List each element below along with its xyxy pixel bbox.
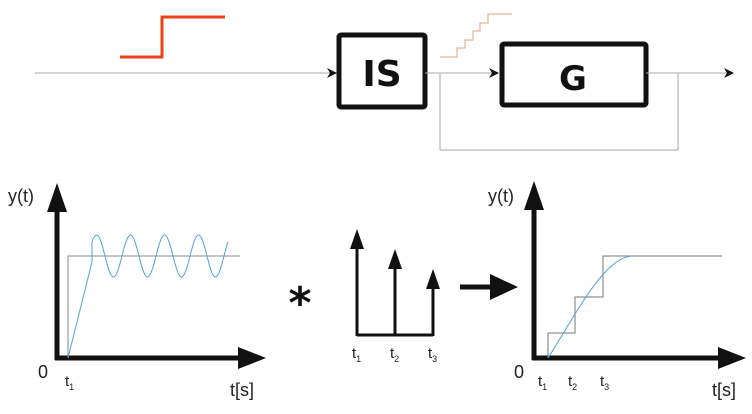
impulse-3-arrow xyxy=(426,269,440,289)
step-input-signal xyxy=(120,15,225,59)
tick-t1: t1 xyxy=(538,373,547,392)
step-reference xyxy=(67,255,240,358)
tick-t1: t1 xyxy=(65,373,74,392)
feedback-loop xyxy=(439,73,679,151)
impulse-1-arrow xyxy=(350,229,364,249)
plant-block-frame xyxy=(499,41,649,108)
sampler-label: IS xyxy=(362,54,401,95)
y-axis-label: y(t) xyxy=(8,186,34,206)
impulse-2-arrow xyxy=(388,249,402,269)
left-plot: y(t) t[s] 0 t1 xyxy=(8,183,266,400)
origin-label: 0 xyxy=(38,362,48,382)
tick-t2: t2 xyxy=(568,373,577,392)
y-axis-arrow xyxy=(47,183,67,212)
oscillating-response-curve xyxy=(67,234,229,359)
impulse-label-t3: t3 xyxy=(428,345,437,364)
block-diagram: IS G xyxy=(35,13,734,151)
x-axis-label: t[s] xyxy=(230,380,254,400)
right-plot: y(t) t[s] 0 t1 t2 t3 xyxy=(488,181,746,400)
y-axis-label: y(t) xyxy=(488,186,514,206)
y-axis-arrow xyxy=(524,181,544,210)
staircase-reference xyxy=(547,255,722,358)
impulse-label-t2: t2 xyxy=(390,345,399,364)
impulse-label-t1: t1 xyxy=(352,345,361,364)
convolution-operator: * xyxy=(288,278,311,329)
x-axis-arrow xyxy=(238,347,266,369)
origin-label: 0 xyxy=(514,362,524,382)
x-axis-arrow xyxy=(718,347,746,369)
staircase-signal xyxy=(440,13,512,58)
x-axis-label: t[s] xyxy=(712,380,736,400)
result-arrow-icon xyxy=(490,274,518,300)
plant-label: G xyxy=(559,59,587,99)
impulse-train: t1 t2 t3 xyxy=(350,229,440,364)
tick-t3: t3 xyxy=(600,373,609,392)
sampler-block xyxy=(336,32,428,110)
sampled-response-curve xyxy=(547,255,633,359)
